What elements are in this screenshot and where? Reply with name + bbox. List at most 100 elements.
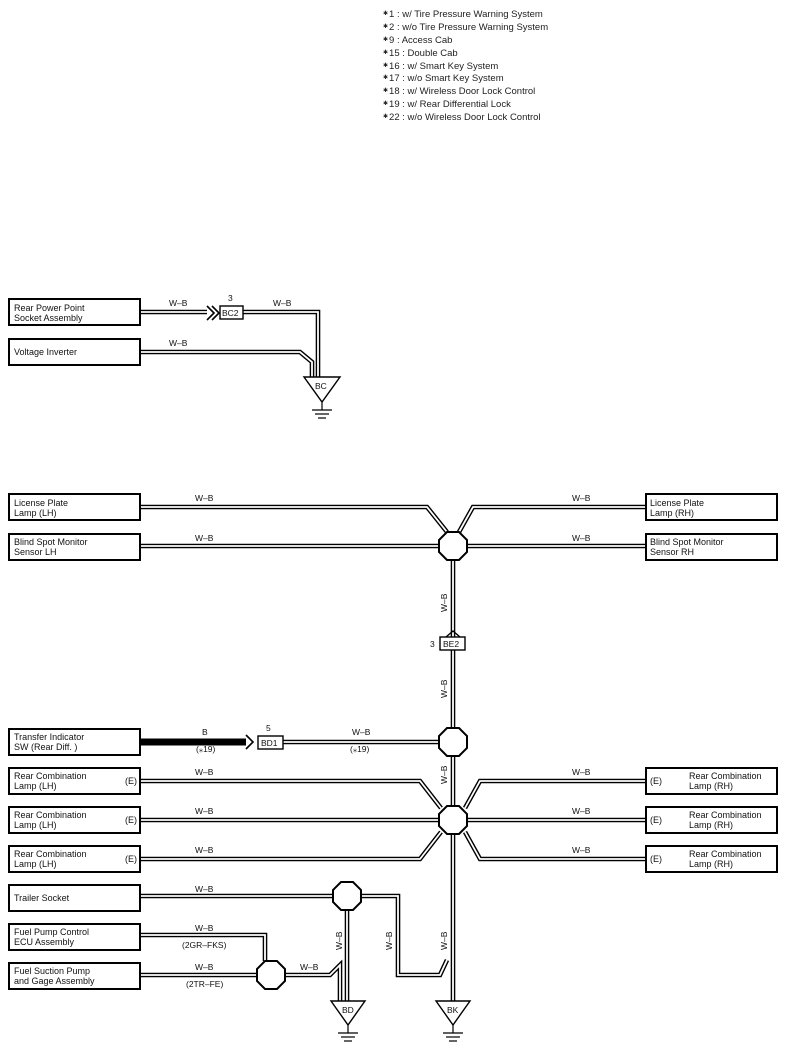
wire bbox=[456, 504, 646, 534]
wire-core bbox=[140, 780, 442, 809]
svg-text:Rear Combination: Rear Combination bbox=[689, 810, 762, 820]
svg-text:Lamp (LH): Lamp (LH) bbox=[14, 859, 57, 869]
legend-entry: ✱19 : w/ Rear Differential Lock bbox=[383, 99, 511, 111]
svg-text:Rear Combination: Rear Combination bbox=[14, 810, 87, 820]
wire bbox=[140, 830, 443, 862]
fuel-suction-pump-gage: Fuel Suction Pump and Gage Assembly bbox=[8, 962, 141, 990]
wire-color-label: W–B bbox=[195, 845, 214, 855]
connector-bc2: 3 BC2 bbox=[206, 293, 244, 321]
svg-text:Blind Spot Monitor: Blind Spot Monitor bbox=[650, 537, 724, 547]
junction-trailer bbox=[332, 881, 362, 911]
legend-entry: ✱2 : w/o Tire Pressure Warning System bbox=[383, 21, 549, 33]
rear-combination-lamp-lh: Rear Combination Lamp (LH) (E) bbox=[8, 845, 141, 873]
wire-color-label: W–B bbox=[195, 884, 214, 894]
svg-text:Lamp (LH): Lamp (LH) bbox=[14, 820, 57, 830]
wire-color-label: W–B bbox=[572, 493, 591, 503]
legend-entry: ✱15 : Double Cab bbox=[383, 47, 458, 59]
junction-top bbox=[438, 531, 468, 561]
connector-tag: (E) bbox=[125, 854, 137, 864]
svg-text:Lamp (RH): Lamp (RH) bbox=[650, 508, 694, 518]
license-plate-lamp-rh: License Plate Lamp (RH) bbox=[645, 493, 778, 521]
svg-text:BC: BC bbox=[315, 381, 327, 391]
connector-tag: (E) bbox=[650, 854, 662, 864]
wire-color-label: W–B bbox=[334, 931, 344, 950]
wire-core bbox=[464, 780, 646, 809]
svg-text:License Plate: License Plate bbox=[650, 498, 704, 508]
wire-core bbox=[285, 962, 341, 1001]
ground-bc: BC bbox=[302, 376, 342, 419]
wire-core bbox=[140, 351, 313, 378]
condition-legend: ✱1 : w/ Tire Pressure Warning System ✱2 … bbox=[383, 8, 548, 124]
wire-core bbox=[458, 506, 646, 533]
wire-color-label: W–B bbox=[352, 727, 371, 737]
trailer-socket: Trailer Socket bbox=[8, 884, 141, 912]
junction-transfer bbox=[438, 727, 468, 757]
svg-text:Fuel Suction Pump: Fuel Suction Pump bbox=[14, 966, 90, 976]
legend-entry: ✱17 : w/o Smart Key System bbox=[383, 73, 504, 85]
wire-color-label: W–B bbox=[195, 923, 214, 933]
svg-text:Socket Assembly: Socket Assembly bbox=[14, 313, 83, 323]
wire bbox=[361, 893, 450, 978]
wire-color-label: W–B bbox=[169, 298, 188, 308]
license-plate-lamp-lh: License Plate Lamp (LH) bbox=[8, 493, 141, 521]
wire-color-label: W–B bbox=[572, 806, 591, 816]
voltage-inverter: Voltage Inverter bbox=[8, 338, 141, 366]
wire-color-label: W–B bbox=[572, 533, 591, 543]
wire-color-label: W–B bbox=[195, 533, 214, 543]
svg-text:Rear Combination: Rear Combination bbox=[14, 771, 87, 781]
legend-entry: ✱1 : w/ Tire Pressure Warning System bbox=[383, 9, 543, 20]
connector-name: BC2 bbox=[222, 308, 239, 318]
wire bbox=[462, 778, 646, 810]
transfer-indicator-switch: Transfer Indicator SW (Rear Diff. ) bbox=[8, 728, 141, 756]
svg-text:Lamp (RH): Lamp (RH) bbox=[689, 859, 733, 869]
svg-text:Sensor RH: Sensor RH bbox=[650, 547, 694, 557]
connector-tag: (E) bbox=[650, 776, 662, 786]
wire-color-label: W–B bbox=[572, 767, 591, 777]
svg-text:Sensor LH: Sensor LH bbox=[14, 547, 57, 557]
connector-tag: (E) bbox=[650, 815, 662, 825]
wire-color-label: W–B bbox=[195, 806, 214, 816]
fuel-pump-control-ecu: Fuel Pump Control ECU Assembly bbox=[8, 923, 141, 951]
svg-text:SW (Rear Diff. ): SW (Rear Diff. ) bbox=[14, 742, 77, 752]
wire-harness bbox=[140, 309, 646, 1001]
wire-color-label: W–B bbox=[273, 298, 292, 308]
wire-color-label: W–B bbox=[572, 845, 591, 855]
wire-color-label: W–B bbox=[439, 931, 449, 950]
wire bbox=[243, 309, 321, 378]
wire-core bbox=[464, 831, 646, 860]
wire-color-label: W–B bbox=[439, 593, 449, 612]
rear-combination-lamp-rh: (E) Rear Combination Lamp (RH) bbox=[645, 845, 778, 873]
svg-text:Lamp (RH): Lamp (RH) bbox=[689, 820, 733, 830]
legend-entry: ✱16 : w/ Smart Key System bbox=[383, 60, 499, 72]
svg-text:Lamp (RH): Lamp (RH) bbox=[689, 781, 733, 791]
wire-color-label: W–B bbox=[195, 767, 214, 777]
connector-pin: 3 bbox=[228, 293, 233, 303]
rear-combination-lamp-rh: (E) Rear Combination Lamp (RH) bbox=[645, 806, 778, 834]
svg-text:Lamp (LH): Lamp (LH) bbox=[14, 781, 57, 791]
svg-text:and Gage Assembly: and Gage Assembly bbox=[14, 976, 95, 986]
rear-power-point-socket: Rear Power Point Socket Assembly bbox=[8, 298, 141, 326]
wire-color-label: W–B bbox=[439, 765, 449, 784]
legend-entry: ✱22 : w/o Wireless Door Lock Control bbox=[383, 112, 541, 124]
connector-be2: 3 BE2 bbox=[430, 630, 466, 651]
wire bbox=[140, 778, 443, 810]
wire-core bbox=[140, 831, 442, 860]
wire-color-label: W–B bbox=[300, 962, 319, 972]
wire-color-label: B bbox=[202, 727, 208, 737]
wire bbox=[462, 830, 646, 862]
junction-fuel-pump bbox=[256, 960, 286, 990]
svg-text:Rear Power Point: Rear Power Point bbox=[14, 303, 85, 313]
wire-core bbox=[140, 934, 266, 961]
wire-color-label: W–B bbox=[169, 338, 188, 348]
blind-spot-sensor-rh: Blind Spot Monitor Sensor RH bbox=[645, 533, 778, 561]
blind-spot-sensor-lh: Blind Spot Monitor Sensor LH bbox=[8, 533, 141, 561]
svg-text:Trailer Socket: Trailer Socket bbox=[14, 893, 70, 903]
wire-color-label: W–B bbox=[195, 493, 214, 503]
ground-bk: BK bbox=[434, 1000, 472, 1042]
condition-label: (⁎19) bbox=[196, 744, 216, 754]
svg-text:Rear Combination: Rear Combination bbox=[14, 849, 87, 859]
svg-text:Blind Spot Monitor: Blind Spot Monitor bbox=[14, 537, 88, 547]
condition-label: (2TR–FE) bbox=[186, 979, 223, 989]
svg-text:BD: BD bbox=[342, 1005, 354, 1015]
